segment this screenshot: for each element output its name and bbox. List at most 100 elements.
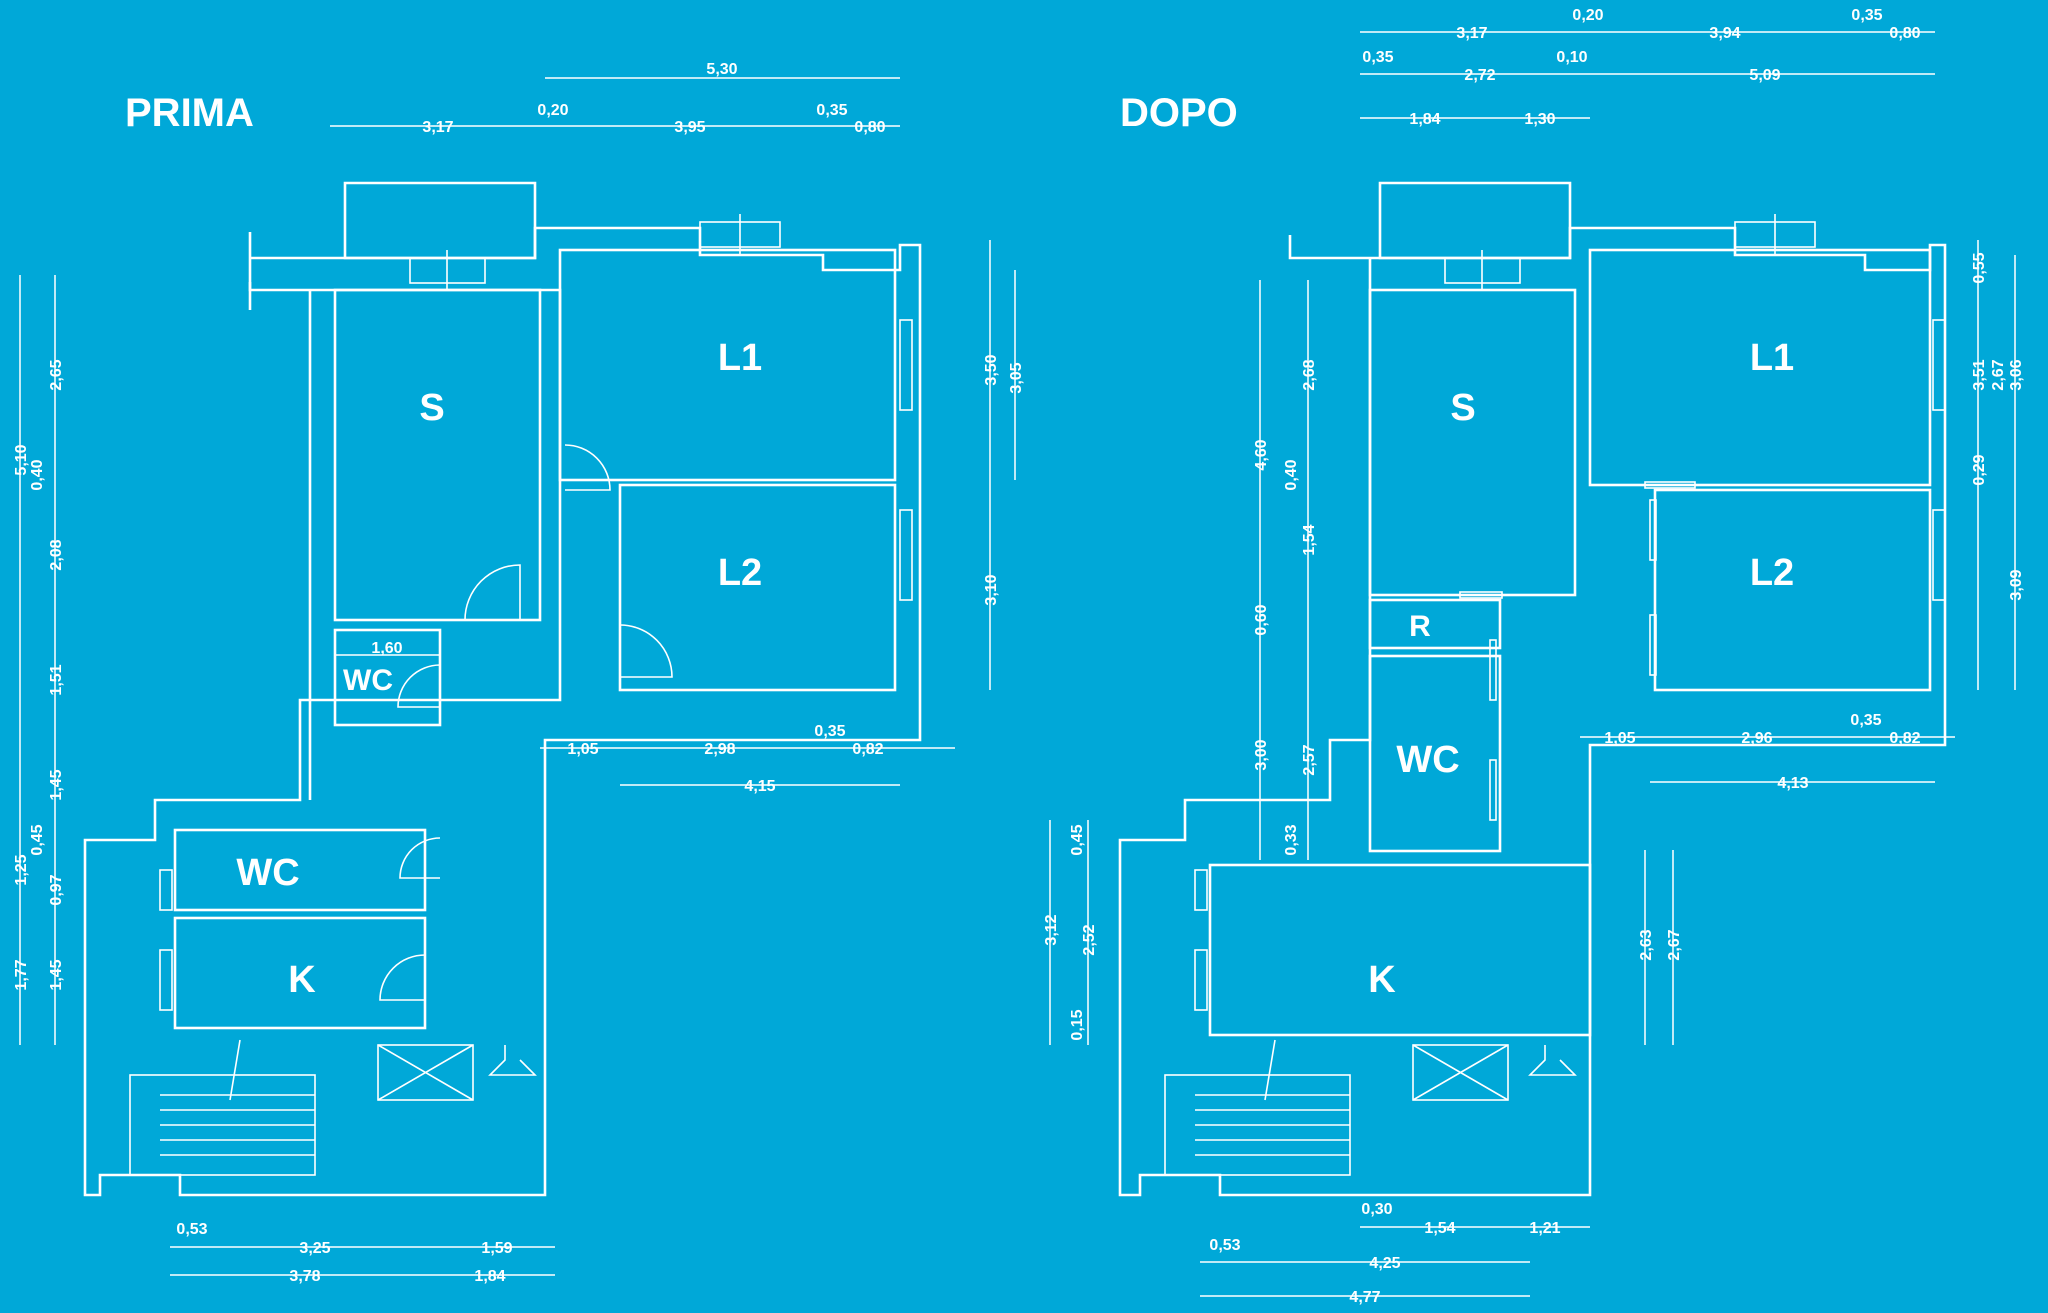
room-label-k: K bbox=[288, 959, 316, 1001]
window bbox=[1932, 509, 1946, 601]
dimension-label: 1,45 bbox=[48, 769, 65, 800]
dimension-label: 0,82 bbox=[1889, 730, 1920, 747]
dimension-label: 0,35 bbox=[1851, 7, 1882, 24]
room-label-wc: WC bbox=[343, 664, 393, 697]
sliding-door bbox=[1649, 499, 1657, 561]
lift-cross bbox=[377, 1044, 474, 1101]
dimension-label: 1,45 bbox=[48, 959, 65, 990]
room-wc2-walls bbox=[173, 828, 427, 912]
lift bbox=[377, 1044, 474, 1101]
dimension-label: 2,67 bbox=[1990, 359, 2007, 390]
dimension-label: 1,84 bbox=[474, 1268, 505, 1285]
dimension-label: 0,53 bbox=[1209, 1237, 1240, 1254]
dimension-label: 3,10 bbox=[983, 574, 1000, 605]
dimension-label: 3,50 bbox=[983, 354, 1000, 385]
room-wc1-walls bbox=[333, 628, 442, 727]
dimension-label: 0,45 bbox=[29, 824, 46, 855]
dimension-label: 1,77 bbox=[13, 959, 30, 990]
dimension-label: 3,51 bbox=[1971, 359, 1988, 390]
dimension-label: 2,67 bbox=[1666, 929, 1683, 960]
door-swing bbox=[619, 624, 673, 678]
lift-cross bbox=[1412, 1044, 1509, 1101]
dimension-label: 5,09 bbox=[1749, 67, 1780, 84]
dimension-label: 2,68 bbox=[1301, 359, 1318, 390]
sliding-door bbox=[1489, 759, 1497, 821]
dimension-label: 3,95 bbox=[674, 119, 705, 136]
dimension-label: 3,78 bbox=[289, 1268, 320, 1285]
dimension-label: 0,55 bbox=[1971, 252, 1988, 283]
sliding-door bbox=[1649, 614, 1657, 676]
window bbox=[159, 949, 173, 1011]
dimension-label: 0,29 bbox=[1971, 454, 1988, 485]
dimension-label: 1,60 bbox=[371, 640, 402, 657]
dimension-label: 0,35 bbox=[816, 102, 847, 119]
window bbox=[899, 509, 913, 601]
room-label-r: R bbox=[1409, 610, 1431, 643]
room-r-walls bbox=[1368, 598, 1502, 650]
door-swing bbox=[464, 564, 521, 621]
plan-title: DOPO bbox=[1120, 91, 1238, 135]
plan-before: PRIMA S L1 bbox=[13, 61, 1025, 1285]
dimension-label: 0,35 bbox=[1362, 49, 1393, 66]
room-l2-walls bbox=[618, 483, 897, 692]
dimension-label: 1,21 bbox=[1529, 1220, 1560, 1237]
dimension-label: 1,59 bbox=[481, 1240, 512, 1257]
dimension-label: 0,30 bbox=[1361, 1201, 1392, 1218]
room-l2-walls bbox=[1653, 488, 1932, 692]
dimension-label: 0,53 bbox=[176, 1221, 207, 1238]
outer-walls bbox=[83, 226, 922, 1197]
shaft bbox=[488, 1045, 537, 1076]
room-label-s: S bbox=[419, 387, 444, 429]
dimension-label: 2,08 bbox=[48, 539, 65, 570]
sliding-door bbox=[1459, 591, 1503, 599]
room-l1-walls bbox=[558, 248, 897, 482]
dimension-label: 5,30 bbox=[706, 61, 737, 78]
dimension-label: 0,80 bbox=[1889, 25, 1920, 42]
dimension-label: 0,40 bbox=[29, 459, 46, 490]
stair-steps bbox=[1195, 1039, 1350, 1156]
dimension-label: 1,05 bbox=[1604, 730, 1635, 747]
dimension-label: 3,12 bbox=[1043, 914, 1060, 945]
room-s-walls bbox=[1368, 288, 1577, 597]
dimension-label: 3,94 bbox=[1709, 25, 1740, 42]
dimension-label: 0,10 bbox=[1556, 49, 1587, 66]
dimension-label: 1,30 bbox=[1524, 111, 1555, 128]
door-swing bbox=[564, 444, 611, 491]
dimension-label: 1,54 bbox=[1424, 1220, 1455, 1237]
outer-walls bbox=[1118, 226, 1947, 1197]
dimension-label: 0,97 bbox=[48, 874, 65, 905]
dimension-label: 4,25 bbox=[1369, 1255, 1400, 1272]
room-label-l1: L1 bbox=[1750, 337, 1794, 379]
dimension-label: 1,54 bbox=[1301, 524, 1318, 555]
dimension-label: 1,05 bbox=[567, 741, 598, 758]
dimension-label: 3,25 bbox=[299, 1240, 330, 1257]
dimension-label: 0,33 bbox=[1283, 824, 1300, 855]
dimension-label: 0,35 bbox=[814, 723, 845, 740]
dimension-label: 2,63 bbox=[1638, 929, 1655, 960]
dimension-label: 2,72 bbox=[1464, 67, 1495, 84]
plan-title: PRIMA bbox=[125, 91, 254, 135]
room-label-wc: WC bbox=[1396, 739, 1459, 781]
dimension-label: 0,15 bbox=[1069, 1009, 1086, 1040]
dimension-label: 2,65 bbox=[48, 359, 65, 390]
dimension-label: 0,60 bbox=[1253, 604, 1270, 635]
sliding-door bbox=[1644, 481, 1696, 489]
room-s-walls bbox=[333, 288, 542, 622]
dimension-label: 1,51 bbox=[48, 664, 65, 695]
dimension-label: 0,40 bbox=[1283, 459, 1300, 490]
dimension-label: 3,17 bbox=[422, 119, 453, 136]
window bbox=[1194, 949, 1208, 1011]
room-l1-walls bbox=[1588, 248, 1932, 487]
room-label-l2: L2 bbox=[718, 552, 762, 594]
room-k-walls bbox=[173, 916, 427, 1030]
left-wall-stub bbox=[248, 282, 312, 800]
dimension-label: 0,20 bbox=[537, 102, 568, 119]
room-wc-walls bbox=[1368, 654, 1502, 853]
room-label-k: K bbox=[1368, 959, 1396, 1001]
door-swing bbox=[397, 664, 441, 708]
dimension-label: 0,82 bbox=[852, 741, 883, 758]
dimension-label: 1,84 bbox=[1409, 111, 1440, 128]
dimension-label: 2,98 bbox=[704, 741, 735, 758]
dimension-label: 5,10 bbox=[13, 444, 30, 475]
